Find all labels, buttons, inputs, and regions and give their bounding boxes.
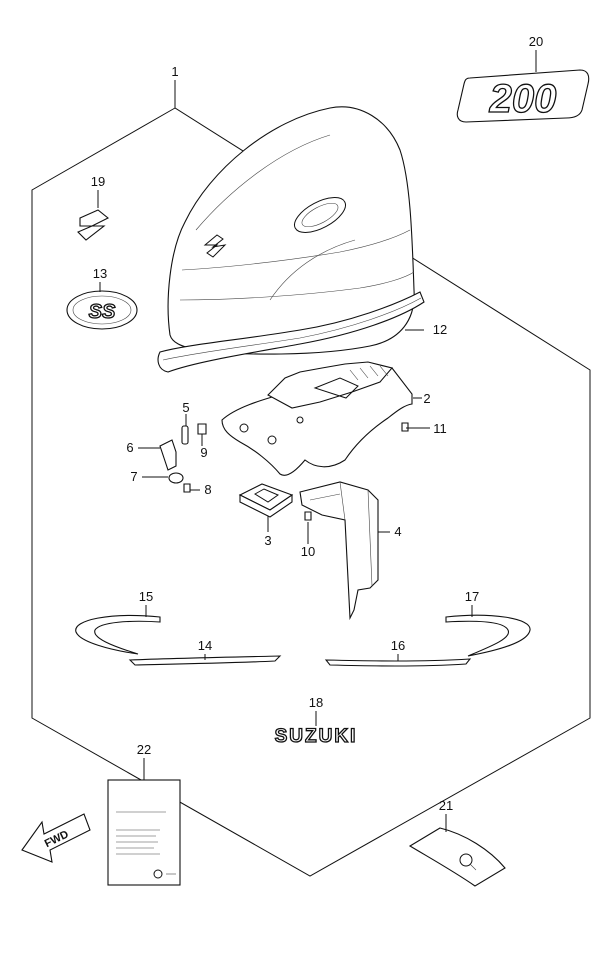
brand-decal: SUZUKI: [275, 726, 358, 747]
cover-seal: [157, 291, 425, 373]
callout-13: 13: [93, 266, 107, 281]
callout-9: 9: [200, 445, 207, 460]
callout-21: 21: [439, 798, 453, 813]
parts-bag: [408, 827, 506, 887]
decal-right-lower: [324, 658, 472, 667]
callout-4: 4: [394, 524, 401, 539]
callout-17: 17: [465, 589, 479, 604]
callout-6: 6: [126, 440, 133, 455]
callout-1: 1: [171, 64, 178, 79]
decal-right-upper: [445, 614, 531, 657]
callout-16: 16: [391, 638, 405, 653]
decal-left-lower: [128, 655, 282, 666]
badge-decal: SS: [66, 290, 138, 330]
callout-3: 3: [264, 533, 271, 548]
callout-5: 5: [182, 400, 189, 415]
lower-tray: [221, 361, 413, 476]
assembly-boundary: [31, 107, 591, 877]
cover-logo-icon: [203, 234, 227, 258]
small-hardware: [159, 422, 409, 521]
callout-15: 15: [139, 589, 153, 604]
bracket: [299, 481, 379, 621]
model-text: 200: [489, 77, 557, 121]
callout-18: 18: [309, 695, 323, 710]
callout-11: 11: [433, 421, 447, 436]
callout-12: 12: [433, 322, 447, 337]
model-decal: 200: [456, 69, 590, 123]
callout-7: 7: [130, 469, 137, 484]
owners-manual: [107, 779, 181, 886]
engine-cover: [167, 106, 415, 355]
badge-text: SS: [89, 301, 116, 323]
callout-numbers: 1 2 3 4 5 6 7 8 9 10 11 12 13 14 15 16 1…: [91, 34, 543, 813]
decal-left-upper: [75, 614, 161, 655]
leader-lines: [97, 50, 537, 832]
grommet: [238, 483, 294, 518]
callout-14: 14: [198, 638, 212, 653]
logo-decal: [77, 209, 110, 241]
callout-19: 19: [91, 174, 105, 189]
callout-8: 8: [204, 482, 211, 497]
callout-2: 2: [423, 391, 430, 406]
callout-20: 20: [529, 34, 543, 49]
callout-22: 22: [137, 742, 151, 757]
forward-arrow-icon: FWD: [21, 813, 91, 863]
callout-10: 10: [301, 544, 315, 559]
